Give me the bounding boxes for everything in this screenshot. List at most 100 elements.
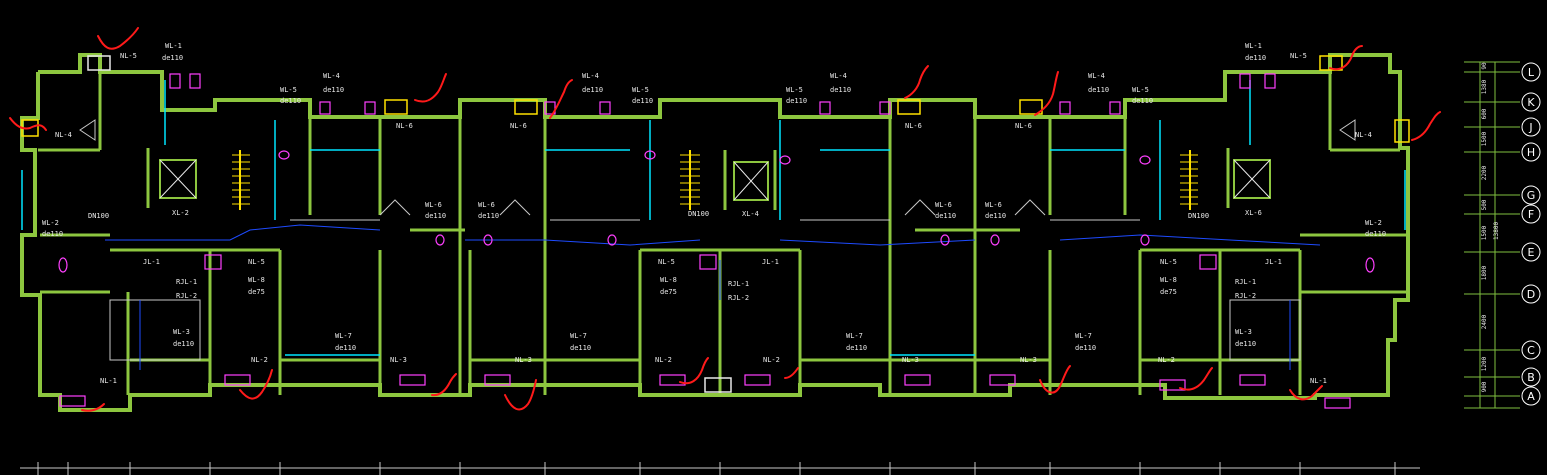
label-nl-3-b: NL-3 [515, 356, 532, 364]
label-de110-q: de110 [173, 340, 194, 348]
axis-dimension: 2200 [1481, 165, 1488, 180]
axis-letter-d: D [1527, 288, 1535, 301]
blue-pipes [105, 224, 1321, 370]
label-wl-7-a: WL-7 [335, 332, 352, 340]
label-wl-5-d: WL-5 [1132, 86, 1149, 94]
axis-bubble-a [1521, 386, 1541, 406]
label-jl-1-c: JL-1 [1265, 258, 1282, 266]
label-de110-b: de110 [280, 97, 301, 105]
axis-letter-b: B [1527, 371, 1535, 384]
label-nl-5-d: NL-5 [1160, 258, 1177, 266]
label-nl-6-b: NL-6 [510, 122, 527, 130]
label-xl-2: XL-2 [172, 209, 189, 217]
axis-bubble-d [1521, 284, 1541, 304]
outer-walls [20, 53, 1410, 412]
label-nl-4-right: NL-4 [1355, 131, 1372, 139]
label-de110-e: de110 [632, 97, 653, 105]
label-de75-a: de75 [248, 288, 265, 296]
axis-dimension: 500 [1481, 199, 1488, 210]
axis-letter-k: K [1527, 96, 1535, 109]
label-wl-5-a: WL-5 [280, 86, 297, 94]
grid-axis: LKJHGFEDCBA90138060015002200500150018002… [1464, 61, 1541, 409]
label-de110-l: de110 [425, 212, 446, 220]
axis-bubble-g [1521, 185, 1541, 205]
label-wl-8-c: WL-8 [1160, 276, 1177, 284]
label-rjl-1-a: RJL-1 [176, 278, 197, 286]
label-wl-1-right: WL-1 [1245, 42, 1262, 50]
axis-bubble-j [1521, 117, 1541, 137]
label-de110-a: de110 [162, 54, 183, 62]
label-de110-u: de110 [1075, 344, 1096, 352]
label-wl-6-d: WL-6 [985, 201, 1002, 209]
label-xl-6: XL-6 [1245, 209, 1262, 217]
label-nl-2-d: NL-2 [1158, 356, 1175, 364]
axis-bubble-l [1521, 62, 1541, 82]
label-de110-t: de110 [846, 344, 867, 352]
axis-letter-f: F [1528, 208, 1534, 221]
axis-dimension: 1500 [1481, 131, 1488, 146]
label-de110-n: de110 [935, 212, 956, 220]
axis-bubble-c [1521, 340, 1541, 360]
label-dn100-a: DN100 [88, 212, 109, 220]
red-markups [9, 27, 1441, 412]
label-wl-8-a: WL-8 [248, 276, 265, 284]
label-de110-c: de110 [323, 86, 344, 94]
label-wl-5-b: WL-5 [632, 86, 649, 94]
label-de110-m: de110 [478, 212, 499, 220]
label-rjl-1-b: RJL-1 [728, 280, 749, 288]
label-de110-s: de110 [570, 344, 591, 352]
total-dimension: 13800 [1493, 222, 1500, 240]
axis-dimension: 1800 [1481, 265, 1488, 280]
axis-bubble-b [1521, 367, 1541, 387]
label-wl-6-b: WL-6 [478, 201, 495, 209]
label-wl-4-a: WL-4 [323, 72, 340, 80]
label-nl-1-right: NL-1 [1310, 377, 1327, 385]
label-wl-4-b: WL-4 [582, 72, 599, 80]
label-dn100-b: DN100 [688, 210, 709, 218]
label-wl-2-right: WL-2 [1365, 219, 1382, 227]
label-dn100-c: DN100 [1188, 212, 1209, 220]
label-nl-1-left: NL-1 [100, 377, 117, 385]
label-rjl-2-b: RJL-2 [728, 294, 749, 302]
label-nl-6-d: NL-6 [1015, 122, 1032, 130]
axis-dimension: 900 [1481, 381, 1488, 392]
label-nl-6-c: NL-6 [905, 122, 922, 130]
label-de110-k: de110 [42, 230, 63, 238]
label-nl-3-d: NL-3 [1020, 356, 1037, 364]
label-nl-2-c: NL-2 [763, 356, 780, 364]
axis-bubble-k [1521, 92, 1541, 112]
label-nl-3-c: NL-3 [902, 356, 919, 364]
axis-dimension: 1380 [1481, 79, 1488, 94]
axis-dimension: 2400 [1481, 314, 1488, 329]
label-nl-2-b: NL-2 [655, 356, 672, 364]
label-xl-4: XL-4 [742, 210, 759, 218]
axis-letter-j: J [1528, 121, 1532, 134]
label-rjl-2-a: RJL-2 [176, 292, 197, 300]
axis-bubble-h [1521, 142, 1541, 162]
axis-letter-g: G [1527, 189, 1536, 202]
label-nl-5-c: NL-5 [658, 258, 675, 266]
axis-dimension: 600 [1481, 108, 1488, 119]
axis-letter-a: A [1527, 390, 1535, 403]
label-nl-5-right: NL-5 [1290, 52, 1307, 60]
label-wl-3-left: WL-3 [173, 328, 190, 336]
partitions [79, 119, 1356, 361]
label-rjl-1-c: RJL-1 [1235, 278, 1256, 286]
axis-letter-l: L [1528, 66, 1535, 79]
cyan-pipes [21, 80, 1406, 356]
label-wl-8-b: WL-8 [660, 276, 677, 284]
axis-letter-e: E [1528, 246, 1535, 259]
label-nl-5-left: NL-5 [120, 52, 137, 60]
label-wl-5-c: WL-5 [786, 86, 803, 94]
label-rjl-2-c: RJL-2 [1235, 292, 1256, 300]
label-wl-6-a: WL-6 [425, 201, 442, 209]
axis-letter-h: H [1527, 146, 1535, 159]
label-wl-2-left: WL-2 [42, 219, 59, 227]
label-de110-p: de110 [1365, 230, 1386, 238]
label-de110-o: de110 [985, 212, 1006, 220]
label-nl-5-b: NL-5 [248, 258, 265, 266]
label-nl-4-left: NL-4 [55, 131, 72, 139]
axis-letter-c: C [1527, 344, 1535, 357]
